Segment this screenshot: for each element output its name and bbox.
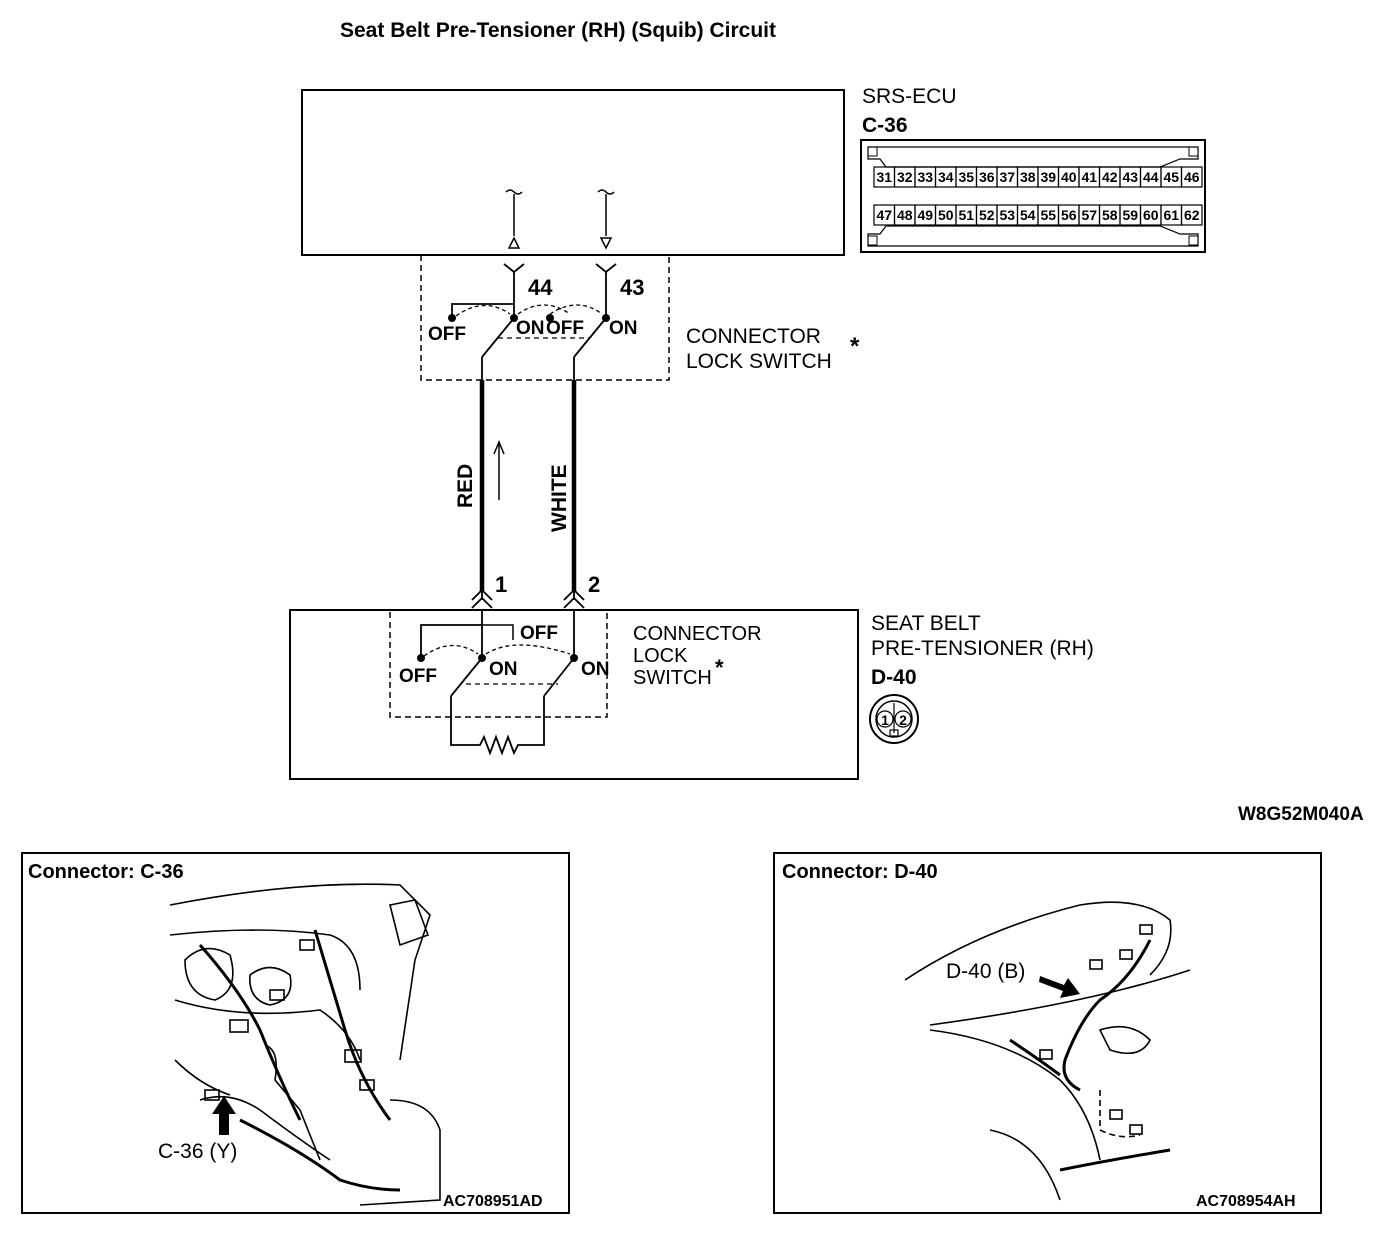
lower-left-on-label: ON (489, 659, 518, 680)
c36-pin-number: 57 (1081, 207, 1097, 223)
c36-pin-number: 32 (897, 169, 913, 185)
lower-switch-label-1: CONNECTOR (633, 623, 762, 645)
dashboard-illustration (169, 883, 441, 1206)
d40-face-pin-2: 2 (899, 712, 907, 728)
c36-pin-number: 42 (1102, 169, 1118, 185)
d40-pin-2: 2 (588, 572, 600, 597)
d40-connector-face: 1 2 (869, 694, 919, 744)
white-wire-label: WHITE (548, 464, 571, 532)
c36-pin-number: 39 (1040, 169, 1056, 185)
c36-pin-number: 53 (999, 207, 1015, 223)
c36-pin-number: 47 (876, 207, 892, 223)
c36-pin-number: 49 (917, 207, 933, 223)
c36-pin-number: 59 (1122, 207, 1138, 223)
upper-switch-wiring (451, 263, 617, 600)
c36-pin-number: 55 (1040, 207, 1056, 223)
ecu-name: SRS-ECU (862, 85, 957, 108)
c36-pin-number: 61 (1163, 207, 1179, 223)
seat-illustration (904, 901, 1191, 1201)
panel-d40-callout: D-40 (B) (946, 960, 1025, 983)
upper-switch-label-2: LOCK SWITCH (686, 350, 832, 373)
lower-switch-label-3: SWITCH (633, 667, 712, 689)
c36-pin-cell (1180, 166, 1203, 188)
lower-lock-switch-box (389, 609, 608, 718)
ecu-pin-44: 44 (528, 275, 553, 300)
diagram-title: Seat Belt Pre-Tensioner (RH) (Squib) Cir… (340, 19, 776, 42)
upper-switch-label-1: CONNECTOR (686, 325, 821, 348)
diagram-code: W8G52M040A (1238, 804, 1364, 825)
panel-connector-c36: Connector: C-36 C-36 (Y) AC708951AD (21, 852, 570, 1214)
c36-pin-cell (1180, 204, 1203, 226)
c36-pin-number: 62 (1184, 207, 1200, 223)
c36-pin-number: 35 (958, 169, 974, 185)
lower-switch-wiring (420, 610, 575, 756)
d40-pin-1: 1 (495, 572, 507, 597)
d40-location-arrow (1039, 976, 1080, 998)
lower-switch-asterisk: * (715, 655, 724, 680)
c36-pin-number: 40 (1061, 169, 1077, 185)
c36-pin-number: 48 (897, 207, 913, 223)
panel-connector-d40: Connector: D-40 D-40 (B) AC708954AH (773, 852, 1322, 1214)
upper-right-on-label: ON (609, 318, 638, 339)
c36-pin-number: 50 (938, 207, 954, 223)
c36-pin-number: 56 (1061, 207, 1077, 223)
panel-d40-title: Connector: D-40 (782, 861, 938, 883)
c36-pin-number: 33 (917, 169, 933, 185)
pretensioner-connector-id: D-40 (871, 666, 917, 689)
upper-lock-switch-box (420, 254, 670, 381)
c36-pin-number: 36 (979, 169, 995, 185)
panel-c36-code: AC708951AD (443, 1193, 543, 1210)
c36-pin-number: 60 (1143, 207, 1159, 223)
ecu-internal-leads (505, 189, 615, 250)
panel-d40-code: AC708954AH (1196, 1193, 1296, 1210)
c36-pin-number: 51 (958, 207, 974, 223)
c36-pin-number: 46 (1184, 169, 1200, 185)
c36-pin-number: 38 (1020, 169, 1036, 185)
c36-pin-number: 43 (1122, 169, 1138, 185)
pretensioner-label-2: PRE-TENSIONER (RH) (871, 637, 1094, 660)
lower-right-on-label: ON (581, 659, 610, 680)
d40-face-pin-1: 1 (881, 712, 889, 728)
current-direction-arrow (493, 440, 505, 500)
upper-switch-contacts (448, 314, 610, 322)
ecu-pin-43: 43 (620, 275, 644, 300)
c36-location-arrow (212, 1096, 236, 1135)
lower-switch-label-2: LOCK (633, 645, 688, 667)
pretensioner-label-1: SEAT BELT (871, 612, 981, 635)
c36-pin-number: 45 (1163, 169, 1179, 185)
d40-connector-symbols (471, 588, 585, 609)
c36-pin-number: 44 (1143, 169, 1159, 185)
lower-left-off-label: OFF (399, 666, 437, 687)
c36-pin-number: 37 (999, 169, 1015, 185)
c36-pin-number: 34 (938, 169, 954, 185)
c36-pin-number: 54 (1020, 207, 1036, 223)
srs-ecu-box (301, 89, 845, 256)
c36-pin-number: 58 (1102, 207, 1118, 223)
upper-left-off-label: OFF (428, 324, 466, 345)
lower-switch-contacts (417, 654, 578, 662)
c36-pin-number: 52 (979, 207, 995, 223)
panel-c36-callout: C-36 (Y) (158, 1140, 237, 1163)
upper-left-on-label: ON (516, 318, 545, 339)
c36-pin-number: 31 (876, 169, 892, 185)
c36-pin-number: 41 (1081, 169, 1097, 185)
upper-switch-asterisk: * (850, 333, 860, 360)
upper-right-off-label: OFF (546, 318, 584, 339)
lower-off-label-upper: OFF (520, 623, 558, 644)
panel-c36-title: Connector: C-36 (28, 861, 184, 883)
ecu-connector-id: C-36 (862, 114, 908, 137)
red-wire-label: RED (454, 464, 477, 508)
